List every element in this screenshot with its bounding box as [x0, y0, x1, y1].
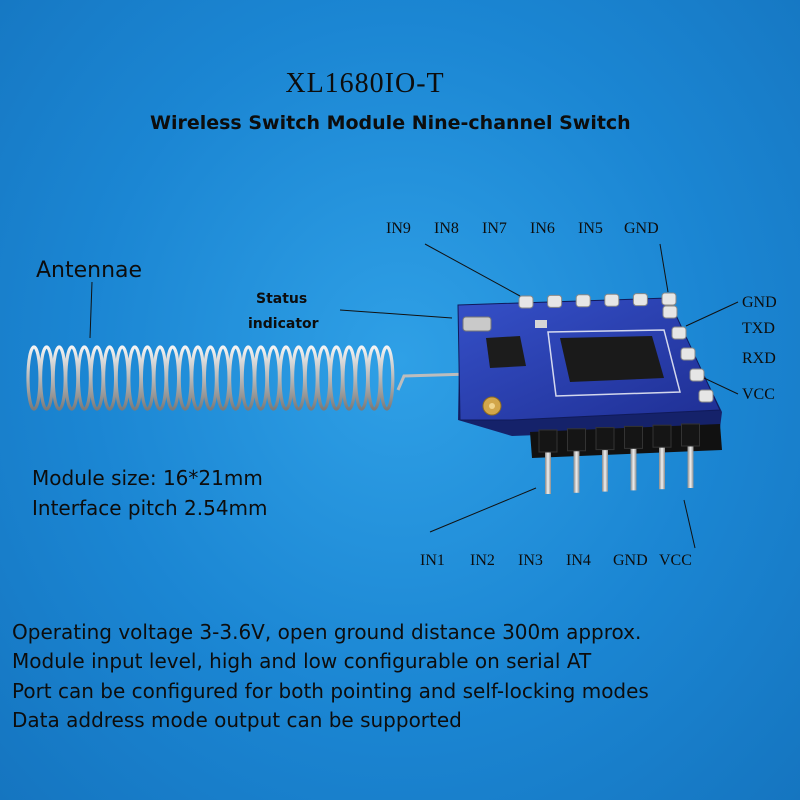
feature-line: Module input level, high and low configu…	[12, 649, 592, 673]
module-size-text: Module size: 16*21mm	[32, 466, 263, 490]
top-pin-label: IN5	[578, 220, 603, 237]
spring-antenna	[26, 345, 480, 411]
top-pin-label: GND	[624, 220, 659, 237]
product-subtitle: Wireless Switch Module Nine-channel Swit…	[150, 112, 631, 134]
bottom-pin-label: GND	[613, 552, 648, 569]
right-pin-label: VCC	[742, 386, 775, 403]
top-pin-label: IN9	[386, 220, 411, 237]
feature-line: Operating voltage 3-3.6V, open ground di…	[12, 620, 642, 644]
top-pin-label: IN7	[482, 220, 507, 237]
feature-line: Data address mode output can be supporte…	[12, 708, 462, 732]
status-indicator-label-line1: Status	[256, 291, 308, 307]
top-pin-label: IN6	[530, 220, 555, 237]
product-title: XL1680IO-T	[285, 68, 445, 99]
right-pin-label: RXD	[742, 350, 776, 367]
antenna-label: Antennae	[36, 258, 143, 283]
right-pin-label: GND	[742, 294, 777, 311]
pin-header	[530, 423, 722, 494]
bottom-pin-label: IN2	[470, 552, 495, 569]
right-pin-label: TXD	[742, 320, 775, 337]
bottom-pin-label: IN1	[420, 552, 445, 569]
feature-line: Port can be configured for both pointing…	[12, 679, 649, 703]
right-pin-pads	[662, 305, 714, 403]
pcb-board	[457, 297, 722, 436]
top-pin-label: IN8	[434, 220, 459, 237]
status-indicator-label-line2: indicator	[248, 316, 319, 332]
bottom-pin-label: IN4	[566, 552, 591, 569]
interface-pitch-text: Interface pitch 2.54mm	[32, 496, 268, 520]
leader-lines	[89, 243, 739, 549]
bottom-pin-label: VCC	[659, 552, 692, 569]
top-pin-pads	[518, 292, 677, 309]
bottom-pin-label: IN3	[518, 552, 543, 569]
